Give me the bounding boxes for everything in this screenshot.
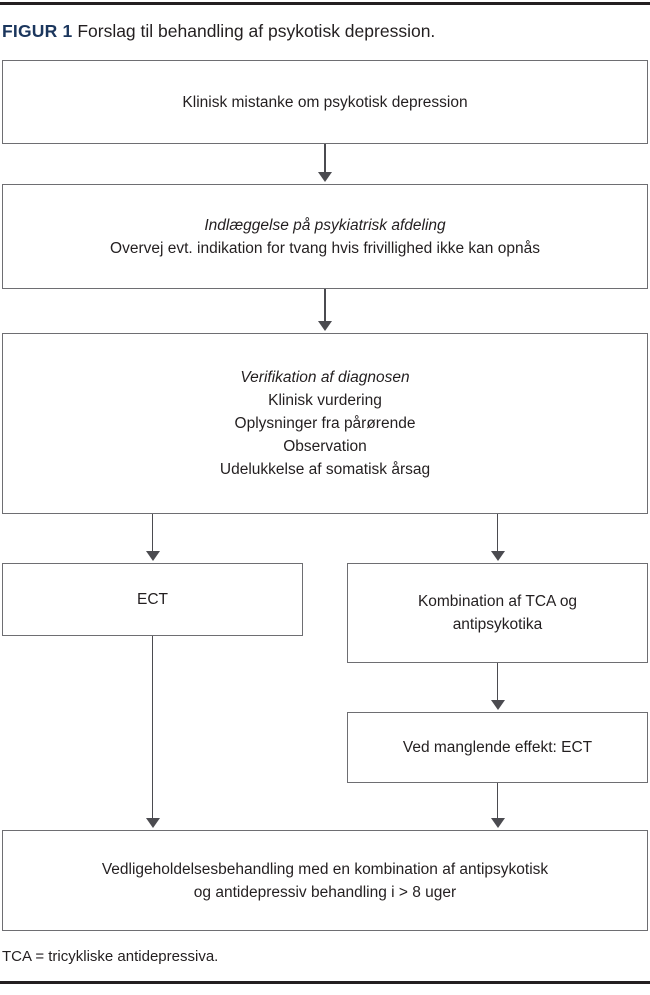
node-ect-on-failure: Ved manglende effekt: ECT bbox=[347, 712, 648, 783]
connector-admission-to-verification bbox=[324, 289, 326, 322]
figure-footnote: TCA = tricykliske antidepressiva. bbox=[2, 948, 219, 965]
arrowhead-suspicion-to-admission bbox=[318, 172, 332, 182]
node-line: ECT bbox=[137, 591, 168, 608]
connector-ect-to-maintenance bbox=[151, 636, 154, 819]
node-line: antipsykotika bbox=[452, 616, 543, 633]
node-line: Ved manglende effekt: ECT bbox=[402, 739, 593, 756]
arrowhead-ect-to-maintenance bbox=[145, 818, 160, 828]
connector-ect-failure-to-maintenance bbox=[496, 783, 499, 819]
node-admission: Indlæggelse på psykiatrisk afdeling Over… bbox=[2, 184, 648, 289]
arrowhead-verification-to-combination bbox=[490, 551, 505, 561]
bottom-divider-rule bbox=[0, 981, 650, 984]
node-line: Oplysninger fra pårørende bbox=[234, 415, 416, 432]
node-line: Vedligeholdelsesbehandling med en kombin… bbox=[101, 860, 549, 878]
node-verification: Verifikation af diagnosen Klinisk vurder… bbox=[2, 333, 648, 514]
figure-number-label: FIGUR 1 bbox=[2, 21, 73, 41]
figure-title: Forslag til behandling af psykotisk depr… bbox=[77, 21, 436, 41]
connector-combination-to-ect-failure bbox=[496, 663, 499, 701]
node-combination-tca-antipsychotics: Kombination af TCA og antipsykotika bbox=[347, 563, 648, 663]
arrowhead-ect-failure-to-maintenance bbox=[490, 818, 505, 828]
node-line: Udelukkelse af somatisk årsag bbox=[219, 461, 431, 478]
arrowhead-combination-to-ect-failure bbox=[490, 700, 505, 710]
node-ect: ECT bbox=[2, 563, 303, 636]
connector-verification-to-combination bbox=[496, 514, 499, 552]
node-line: Klinisk mistanke om psykotisk depression bbox=[182, 93, 468, 111]
connector-verification-to-ect bbox=[151, 514, 154, 552]
arrowhead-admission-to-verification bbox=[318, 321, 332, 331]
node-line: Klinisk vurdering bbox=[268, 392, 382, 409]
node-line-italic: Verifikation af diagnosen bbox=[240, 369, 410, 386]
node-clinical-suspicion: Klinisk mistanke om psykotisk depression bbox=[2, 60, 648, 144]
node-line-italic: Indlæggelse på psykiatrisk afdeling bbox=[204, 216, 446, 234]
top-divider-rule bbox=[0, 2, 650, 5]
node-line: Kombination af TCA og bbox=[417, 593, 578, 610]
node-line: Overvej evt. indikation for tvang hvis f… bbox=[110, 239, 540, 257]
node-maintenance-treatment: Vedligeholdelsesbehandling med en kombin… bbox=[2, 830, 648, 931]
node-line: Observation bbox=[283, 438, 367, 455]
node-line: og antidepressiv behandling i > 8 uger bbox=[193, 883, 457, 901]
connector-suspicion-to-admission bbox=[324, 144, 326, 173]
figure-caption: FIGUR 1 Forslag til behandling af psykot… bbox=[2, 18, 642, 44]
arrowhead-verification-to-ect bbox=[145, 551, 160, 561]
